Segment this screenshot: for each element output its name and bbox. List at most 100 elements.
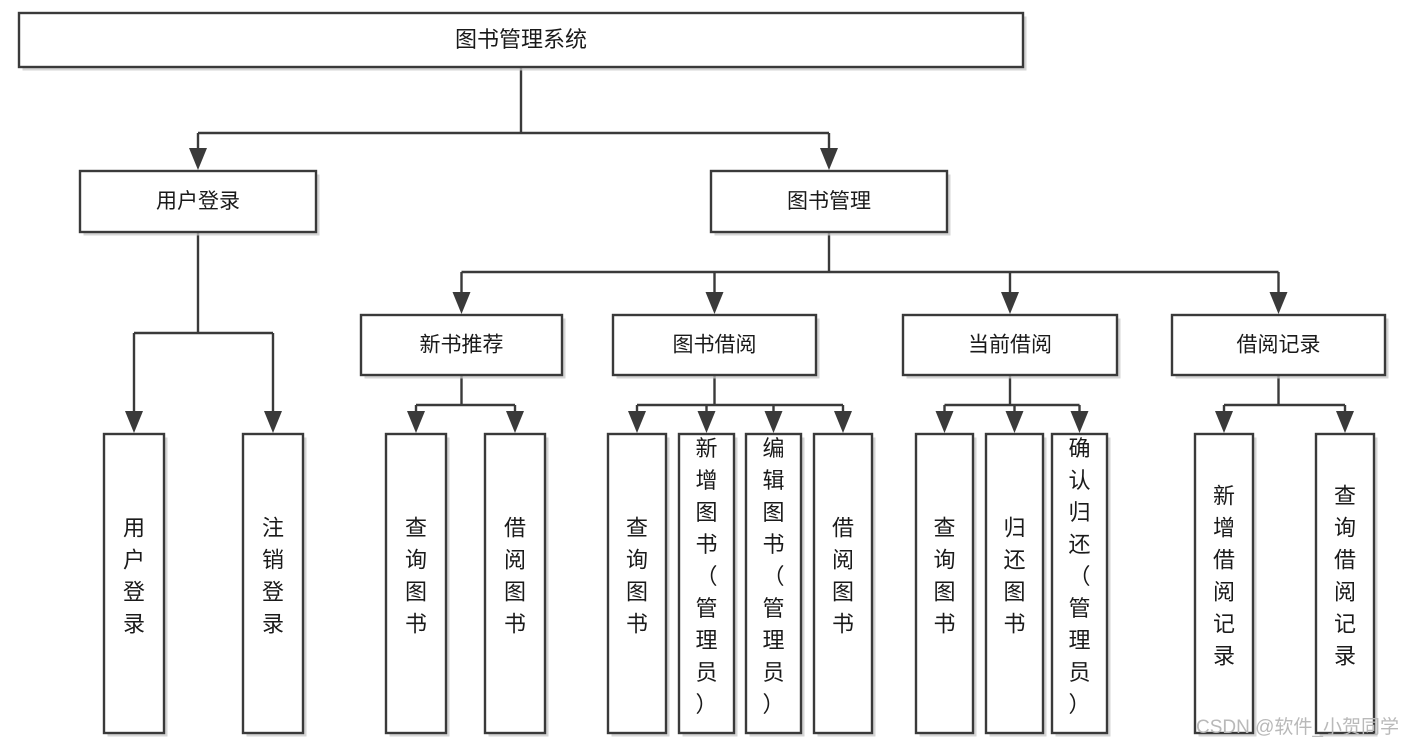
node-label-char: 图 bbox=[626, 580, 648, 605]
node-rect[interactable] bbox=[984, 432, 1045, 735]
node-leaf-query-book-2[interactable]: 查询图书查询图书 bbox=[606, 432, 670, 737]
node-label-char: 确 bbox=[1068, 436, 1090, 461]
node-label-char: ） bbox=[762, 692, 784, 717]
node-label-char: （ bbox=[695, 564, 717, 589]
node-label-char: 销 bbox=[262, 548, 284, 573]
node-rect[interactable] bbox=[677, 432, 736, 735]
arrow-head-icon bbox=[1336, 411, 1354, 433]
node-label-char: 图 bbox=[504, 580, 526, 605]
node-rect[interactable] bbox=[17, 11, 1025, 69]
node-rect[interactable] bbox=[359, 313, 564, 377]
arrow-head-icon bbox=[1215, 411, 1233, 433]
node-book-borrow[interactable]: 图书借阅 bbox=[611, 313, 820, 379]
node-label-char: 询 bbox=[405, 548, 427, 573]
arrow-head-icon bbox=[264, 411, 282, 433]
node-rect[interactable] bbox=[709, 169, 949, 234]
node-leaf-query-book-3[interactable]: 查询图书查询图书 bbox=[914, 432, 977, 737]
node-label-char: 询 bbox=[626, 548, 648, 573]
node-rect[interactable] bbox=[1314, 432, 1376, 735]
node-label-char: 询 bbox=[1334, 516, 1356, 541]
node-label-char: 管 bbox=[762, 596, 784, 621]
node-borrow-record[interactable]: 借阅记录 bbox=[1170, 313, 1389, 379]
node-label-char: 图 bbox=[405, 580, 427, 605]
node-label-char: 图 bbox=[933, 580, 955, 605]
node-rect[interactable] bbox=[241, 432, 305, 735]
node-current-borrow[interactable]: 当前借阅 bbox=[901, 313, 1121, 379]
node-rect[interactable] bbox=[1170, 313, 1387, 377]
node-label-char: 查 bbox=[933, 516, 955, 541]
node-label-char: 询 bbox=[933, 548, 955, 573]
node-label-char: 录 bbox=[123, 612, 145, 637]
node-label-char: 图 bbox=[1003, 580, 1025, 605]
watermark-label: CSDN @软件_小贺同学 bbox=[1196, 716, 1399, 738]
arrow-head-icon bbox=[1005, 411, 1024, 433]
node-label-char: 书 bbox=[504, 612, 526, 637]
node-label-char: 登 bbox=[123, 580, 145, 605]
node-label: 新书推荐 bbox=[420, 334, 504, 357]
node-label-char: 借 bbox=[504, 516, 526, 541]
node-rect[interactable] bbox=[606, 432, 668, 735]
node-label-char: 归 bbox=[1003, 516, 1025, 541]
node-label-char: 记 bbox=[1213, 612, 1235, 637]
arrow-head-icon bbox=[834, 411, 852, 433]
node-label-char: 新 bbox=[1213, 484, 1235, 509]
node-user-login[interactable]: 用户登录 bbox=[78, 169, 320, 236]
node-label-char: （ bbox=[1068, 564, 1090, 589]
node-label-char: 注 bbox=[262, 516, 284, 541]
arrow-head-icon bbox=[506, 411, 524, 433]
node-label-char: 认 bbox=[1068, 468, 1090, 493]
arrow-head-icon bbox=[935, 411, 954, 433]
node-label-char: 增 bbox=[695, 468, 717, 493]
node-label-char: 户 bbox=[123, 548, 145, 573]
node-rect[interactable] bbox=[384, 432, 448, 735]
node-leaf-borrow-book-1[interactable]: 借阅图书借阅图书 bbox=[483, 432, 549, 737]
node-leaf-user-login[interactable]: 用户登录用户登录 bbox=[102, 432, 168, 737]
node-label-char: 图 bbox=[832, 580, 854, 605]
node-rect[interactable] bbox=[483, 432, 547, 735]
node-rect[interactable] bbox=[1193, 432, 1255, 735]
node-rect[interactable] bbox=[744, 432, 803, 735]
node-leaf-borrow-book-2[interactable]: 借阅图书借阅图书 bbox=[812, 432, 876, 737]
node-label-char: 借 bbox=[832, 516, 854, 541]
node-rect[interactable] bbox=[914, 432, 975, 735]
node-root[interactable]: 图书管理系统 bbox=[17, 11, 1027, 71]
node-rect[interactable] bbox=[102, 432, 166, 735]
node-label-char: 新 bbox=[695, 436, 717, 461]
node-new-book-recommend[interactable]: 新书推荐 bbox=[359, 313, 566, 379]
arrow-head-icon bbox=[1070, 411, 1089, 433]
node-leaf-return-book[interactable]: 归还图书归还图书 bbox=[984, 432, 1047, 737]
node-label: 图书借阅 bbox=[673, 334, 757, 357]
node-leaf-query-record[interactable]: 查询借阅记录查询借阅记录 bbox=[1314, 432, 1378, 737]
node-label-char: 书 bbox=[933, 612, 955, 637]
node-label-char: 理 bbox=[1068, 628, 1090, 653]
node-label: 图书管理 bbox=[787, 190, 871, 213]
node-rect[interactable] bbox=[611, 313, 818, 377]
node-label-char: 阅 bbox=[1334, 580, 1356, 605]
node-label-char: 用 bbox=[123, 516, 145, 541]
arrow-head-icon bbox=[407, 411, 425, 433]
node-label-char: 书 bbox=[832, 612, 854, 637]
node-rect[interactable] bbox=[78, 169, 318, 234]
node-label-char: 查 bbox=[1334, 484, 1356, 509]
node-label-char: ） bbox=[1068, 692, 1090, 717]
node-label-char: 书 bbox=[695, 532, 717, 557]
node-label-char: 查 bbox=[626, 516, 648, 541]
node-rect[interactable] bbox=[901, 313, 1119, 377]
node-rect[interactable] bbox=[812, 432, 874, 735]
arrow-head-icon bbox=[697, 411, 716, 433]
node-label-char: ） bbox=[695, 692, 717, 717]
node-leaf-logout[interactable]: 注销登录注销登录 bbox=[241, 432, 307, 737]
node-label-char: 借 bbox=[1334, 548, 1356, 573]
node-label-char: （ bbox=[762, 564, 784, 589]
node-rect[interactable] bbox=[1050, 432, 1109, 735]
arrow-head-icon bbox=[628, 411, 646, 433]
node-label: 图书管理系统 bbox=[455, 27, 587, 52]
node-leaf-query-book-1[interactable]: 查询图书查询图书 bbox=[384, 432, 450, 737]
node-label-char: 管 bbox=[695, 596, 717, 621]
node-book-manage[interactable]: 图书管理 bbox=[709, 169, 951, 236]
node-label-char: 管 bbox=[1068, 596, 1090, 621]
node-leaf-add-record[interactable]: 新增借阅记录新增借阅记录 bbox=[1193, 432, 1257, 737]
